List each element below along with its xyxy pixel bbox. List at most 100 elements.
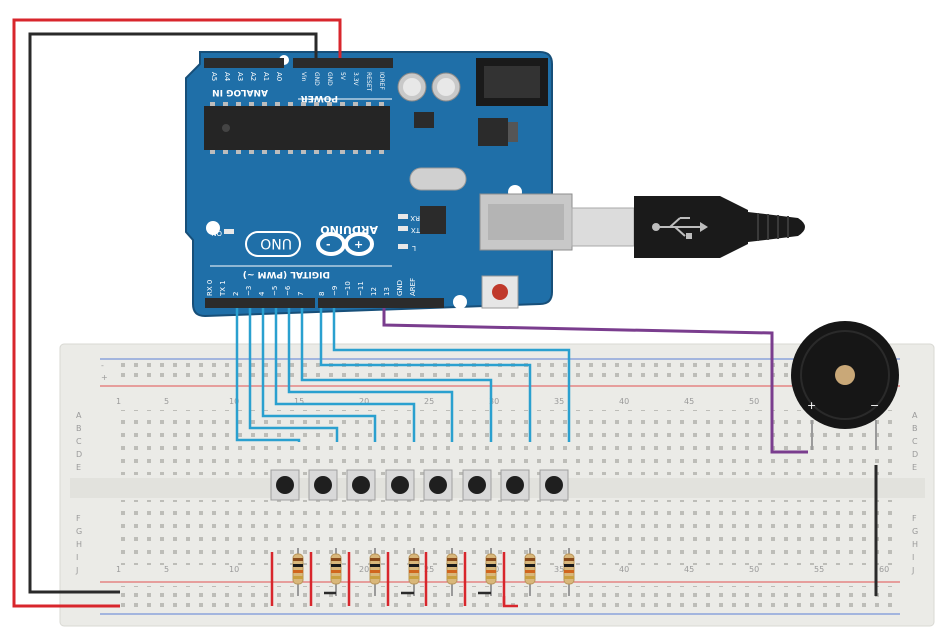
row-label-D: D <box>76 450 82 459</box>
buzzer-center <box>835 365 855 385</box>
resistor-band <box>370 558 380 561</box>
signal-wire-blue <box>248 308 339 442</box>
resistor-band <box>447 564 457 567</box>
rx-led-label: RX <box>410 214 420 222</box>
resistor-band <box>331 558 341 561</box>
l-led-label: L <box>412 244 416 252</box>
resistor-band <box>370 576 380 579</box>
column-number-20: 20 <box>359 397 369 406</box>
arduino-logo: - + <box>316 232 374 256</box>
chip-pin <box>249 102 254 106</box>
row-label-B: B <box>76 424 82 433</box>
pushbutton[interactable] <box>385 469 415 501</box>
chip-pin <box>353 150 358 154</box>
resistor-band <box>331 570 341 573</box>
brand-label: ARDUINO <box>320 223 378 236</box>
power-label: POWER <box>301 93 338 103</box>
digital-header-high <box>318 298 444 308</box>
resistor-band <box>564 558 574 561</box>
resistor-band <box>331 576 341 579</box>
resistor <box>369 548 381 596</box>
pushbutton-cap[interactable] <box>468 476 486 494</box>
pushbutton[interactable] <box>539 469 569 501</box>
rail-plus-sign: + <box>101 373 108 382</box>
chip-pin <box>379 102 384 106</box>
row-label-I: I <box>76 553 78 562</box>
pushbutton-cap[interactable] <box>429 476 447 494</box>
column-number-55: 55 <box>814 565 824 574</box>
digital-pin-label: 8 <box>318 292 326 296</box>
pushbutton[interactable] <box>346 469 376 501</box>
resistor-band <box>293 558 303 561</box>
digital-pin-label: 12 <box>370 287 378 296</box>
resistor-band <box>293 564 303 567</box>
row-label-F: F <box>912 514 917 523</box>
top-power-rail: - + <box>100 358 900 387</box>
pushbutton[interactable] <box>423 469 453 501</box>
signal-wire-blue <box>332 308 571 442</box>
power-pin-label: 3.3V <box>352 72 359 87</box>
column-number-50: 50 <box>749 565 759 574</box>
buzzer-minus-label: − <box>870 399 879 412</box>
chip-pin <box>275 150 280 154</box>
pushbutton-cap[interactable] <box>391 476 409 494</box>
row-label-J: J <box>911 566 914 575</box>
crystal-oscillator <box>409 167 467 191</box>
wire-5v-red <box>12 18 342 608</box>
tx-led-label: TX <box>411 226 421 234</box>
chip-pin <box>353 102 358 106</box>
resistor-band <box>525 576 535 579</box>
column-number-1: 1 <box>116 565 121 574</box>
pushbutton[interactable] <box>500 469 530 501</box>
column-number-40: 40 <box>619 565 629 574</box>
resistor <box>446 548 458 596</box>
resistor-band <box>486 576 496 579</box>
mount-hole <box>206 221 220 235</box>
row-label-B: B <box>912 424 918 433</box>
digital-pin-label: ~9 <box>331 286 339 296</box>
chip-pin <box>379 150 384 154</box>
power-wire-red <box>502 596 518 608</box>
pushbutton-cap[interactable] <box>314 476 332 494</box>
chip-pin <box>327 150 332 154</box>
signal-wire-blue <box>261 308 377 442</box>
resistor-band <box>409 570 419 573</box>
mount-hole <box>453 295 467 309</box>
resistor-band <box>293 576 303 579</box>
signal-wire-blue <box>274 308 416 442</box>
pushbutton-cap[interactable] <box>352 476 370 494</box>
resistors <box>292 548 575 596</box>
column-number-30: 30 <box>489 397 499 406</box>
resistor-band <box>486 570 496 573</box>
analog-pin-label: A2 <box>249 72 257 81</box>
digital-header-low <box>205 298 315 308</box>
pushbutton[interactable] <box>270 469 300 501</box>
svg-text:-: - <box>326 238 331 251</box>
pushbutton-cap[interactable] <box>276 476 294 494</box>
column-number-5: 5 <box>164 397 169 406</box>
column-number-25: 25 <box>424 397 434 406</box>
on-led-label: ON <box>211 229 222 237</box>
column-number-15: 15 <box>294 397 304 406</box>
column-number-40: 40 <box>619 397 629 406</box>
pushbutton-cap[interactable] <box>545 476 563 494</box>
pushbutton[interactable] <box>308 469 338 501</box>
rx-led <box>398 214 408 219</box>
digital-pin-label: 7 <box>297 292 305 296</box>
pushbutton[interactable] <box>462 469 492 501</box>
power-header <box>293 58 393 68</box>
chip-pin <box>366 150 371 154</box>
bottom-power-rail <box>100 581 900 615</box>
uno-badge: UNO <box>245 231 301 257</box>
chip-pin <box>275 102 280 106</box>
chip-pin <box>288 150 293 154</box>
chip-pin <box>210 102 215 106</box>
row-label-J: J <box>75 566 78 575</box>
power-pin-label: 5V <box>339 72 346 81</box>
pushbutton-cap[interactable] <box>506 476 524 494</box>
signal-wire-blue <box>319 308 532 442</box>
digital-pin-label: ~3 <box>245 286 253 296</box>
